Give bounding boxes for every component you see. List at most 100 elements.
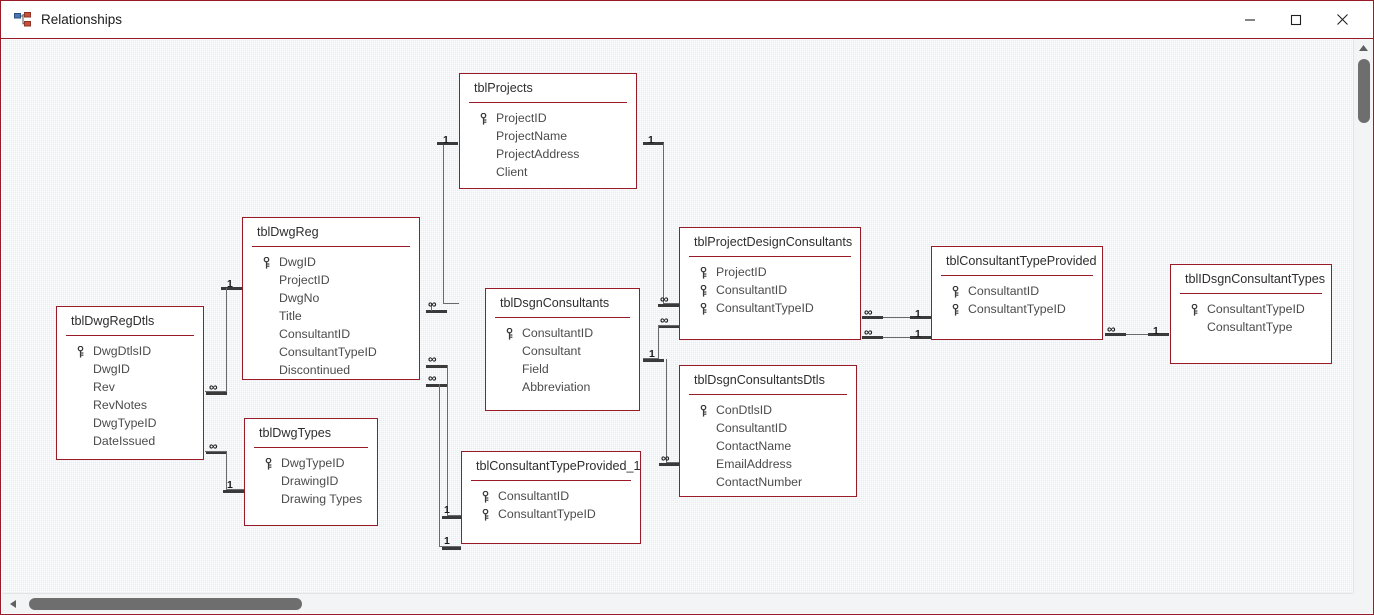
entity-field[interactable]: Abbreviation (486, 378, 639, 396)
entity-field-label: ConDtlsID (716, 403, 772, 417)
entity-field[interactable]: DwgID (243, 253, 419, 271)
entity-field[interactable]: Field (486, 360, 639, 378)
entity-table-tblDwgRegDtls[interactable]: tblDwgRegDtlsDwgDtlsIDDwgIDRevRevNotesDw… (56, 306, 204, 460)
primary-key-icon (951, 285, 960, 297)
entity-field[interactable]: DateIssued (57, 432, 203, 450)
rel-ctp1-dwgreg-a-one: 1 (444, 505, 450, 515)
entity-field[interactable]: RevNotes (57, 396, 203, 414)
entity-table-tblProjectDesignConsultants[interactable]: tblProjectDesignConsultantsProjectIDCons… (679, 227, 861, 340)
close-button[interactable] (1319, 1, 1365, 38)
entity-field[interactable]: ProjectAddress (460, 145, 636, 163)
entity-field[interactable]: DwgNo (243, 289, 419, 307)
entity-field-label: DateIssued (93, 434, 155, 448)
entity-field-label: ContactName (716, 439, 791, 453)
rel-projects-pdc-many: ∞ (660, 294, 668, 304)
entity-field[interactable]: ConsultantTypeID (1171, 300, 1331, 318)
primary-key-icon (481, 490, 490, 502)
rel-dwgtypes-dtls-many: ∞ (209, 441, 217, 451)
entity-field[interactable]: ProjectID (460, 109, 636, 127)
entity-field-label: DwgID (279, 255, 316, 269)
entity-field[interactable]: ConsultantTypeID (243, 343, 419, 361)
entity-table-tblDsgnConsultantsDtls[interactable]: tblDsgnConsultantsDtlsConDtlsIDConsultan… (679, 365, 857, 497)
entity-field-label: DwgTypeID (281, 456, 345, 470)
entity-field[interactable]: Consultant (486, 342, 639, 360)
entity-table-title: tblConsultantTypeProvided_1 (462, 452, 640, 480)
entity-field-label: ConsultantType (1207, 320, 1292, 334)
entity-field[interactable]: ConsultantID (462, 487, 640, 505)
entity-field[interactable]: ConsultantID (243, 325, 419, 343)
maximize-button[interactable] (1273, 1, 1319, 38)
entity-field-list: ConsultantID ConsultantTypeID (462, 481, 640, 529)
primary-key-icon (262, 256, 271, 268)
entity-table-title: tblDsgnConsultants (486, 289, 639, 317)
entity-field[interactable]: ConsultantTypeID (932, 300, 1102, 318)
rel-ctp1-dwgreg-a-many: ∞ (428, 354, 436, 364)
scroll-up-arrow-icon[interactable] (1354, 41, 1373, 57)
entity-field[interactable]: Rev (57, 378, 203, 396)
entity-field-label: Drawing Types (281, 492, 362, 506)
entity-field[interactable]: DwgDtlsID (57, 342, 203, 360)
minimize-button[interactable] (1227, 1, 1273, 38)
entity-field[interactable]: DwgID (57, 360, 203, 378)
entity-field[interactable]: Title (243, 307, 419, 325)
entity-field-label: ProjectID (279, 273, 330, 287)
entity-field-label: Rev (93, 380, 115, 394)
entity-field[interactable]: ConsultantID (680, 419, 856, 437)
entity-field-list: DwgTypeID DrawingID Drawing Types (245, 448, 377, 514)
entity-table-tblProjects[interactable]: tblProjectsProjectID ProjectNameProjectAd… (459, 73, 637, 189)
vertical-scrollbar-thumb[interactable] (1358, 59, 1370, 123)
rel-projects-pdc-one: 1 (648, 135, 654, 145)
rel-projects-dwgreg-line-v (443, 143, 444, 303)
rel-dwgreg-dtls-line-v (226, 288, 227, 391)
vertical-scrollbar[interactable] (1353, 39, 1373, 595)
scroll-left-arrow-icon[interactable] (5, 595, 23, 613)
entity-field[interactable]: ConsultantID (932, 282, 1102, 300)
entity-field-label: RevNotes (93, 398, 147, 412)
entity-field[interactable]: Discontinued (243, 361, 419, 379)
entity-field[interactable]: ProjectName (460, 127, 636, 145)
entity-field[interactable]: ContactName (680, 437, 856, 455)
entity-field[interactable]: ContactNumber (680, 473, 856, 491)
primary-key-icon (699, 266, 708, 278)
entity-table-tblDwgTypes[interactable]: tblDwgTypesDwgTypeIDDrawingIDDrawing Typ… (244, 418, 378, 526)
entity-field[interactable]: ConsultantID (680, 281, 860, 299)
entity-field-list: ConsultantTypeID ConsultantType (1171, 294, 1331, 342)
entity-field-list: DwgDtlsIDDwgID RevRevNotesDwgTypeID DateIs… (57, 336, 203, 456)
horizontal-scrollbar-thumb[interactable] (29, 598, 302, 610)
rel-projects-dwgreg-line-h (443, 303, 459, 304)
entity-field[interactable]: ProjectID (680, 263, 860, 281)
entity-field[interactable]: ProjectID (243, 271, 419, 289)
entity-field[interactable]: DwgTypeID (57, 414, 203, 432)
entity-field[interactable]: ConsultantType (1171, 318, 1331, 336)
relationships-canvas[interactable]: 1 ∞ ∞ ∞ 1 1 1 ∞ ∞ 1 1 ∞ (2, 39, 1373, 614)
entity-table-tblDwgReg[interactable]: tblDwgRegDwgIDProjectIDDwgNoTitleConsult… (242, 217, 420, 380)
entity-field-list: ConsultantIDConsultantTypeID (932, 276, 1102, 324)
rel-dsgncons-pdc-line-v (658, 325, 659, 358)
entity-field-label: ConsultantTypeID (498, 507, 596, 521)
entity-field[interactable]: EmailAddress (680, 455, 856, 473)
entity-field[interactable]: DrawingID (245, 472, 377, 490)
entity-field[interactable]: ConsultantID (486, 324, 639, 342)
entity-field-list: ProjectID ProjectNameProjectAddressClient (460, 103, 636, 187)
entity-table-tblIDsgnConsultantTypes[interactable]: tblIDsgnConsultantTypesConsultantTypeIDC… (1170, 264, 1332, 364)
primary-key-icon (505, 327, 514, 339)
primary-key-icon (699, 404, 708, 416)
horizontal-scrollbar[interactable] (2, 593, 1353, 613)
entity-field[interactable]: Client (460, 163, 636, 181)
entity-table-tblConsultantTypeProvided_1[interactable]: tblConsultantTypeProvided_1ConsultantIDC… (461, 451, 641, 544)
entity-field-label: ProjectAddress (496, 147, 579, 161)
entity-field-list: ProjectIDConsultantIDConsultantTypeID (680, 257, 860, 323)
entity-field-label: ProjectID (496, 111, 547, 125)
rel-ctp1-dwgreg-b-many: ∞ (428, 373, 436, 383)
rel-ctp-types-many: ∞ (1107, 324, 1115, 334)
entity-field[interactable]: ConsultantTypeID (462, 505, 640, 523)
entity-field[interactable]: DwgTypeID (245, 454, 377, 472)
entity-table-tblConsultantTypeProvided[interactable]: tblConsultantTypeProvidedConsultantIDCon… (931, 246, 1103, 340)
entity-field[interactable]: ConsultantTypeID (680, 299, 860, 317)
entity-field-label: Discontinued (279, 363, 350, 377)
entity-table-tblDsgnConsultants[interactable]: tblDsgnConsultantsConsultantIDConsultant… (485, 288, 640, 411)
entity-table-title: tblProjects (460, 74, 636, 102)
entity-field-label: ConsultantID (716, 421, 787, 435)
entity-field[interactable]: Drawing Types (245, 490, 377, 508)
entity-field[interactable]: ConDtlsID (680, 401, 856, 419)
